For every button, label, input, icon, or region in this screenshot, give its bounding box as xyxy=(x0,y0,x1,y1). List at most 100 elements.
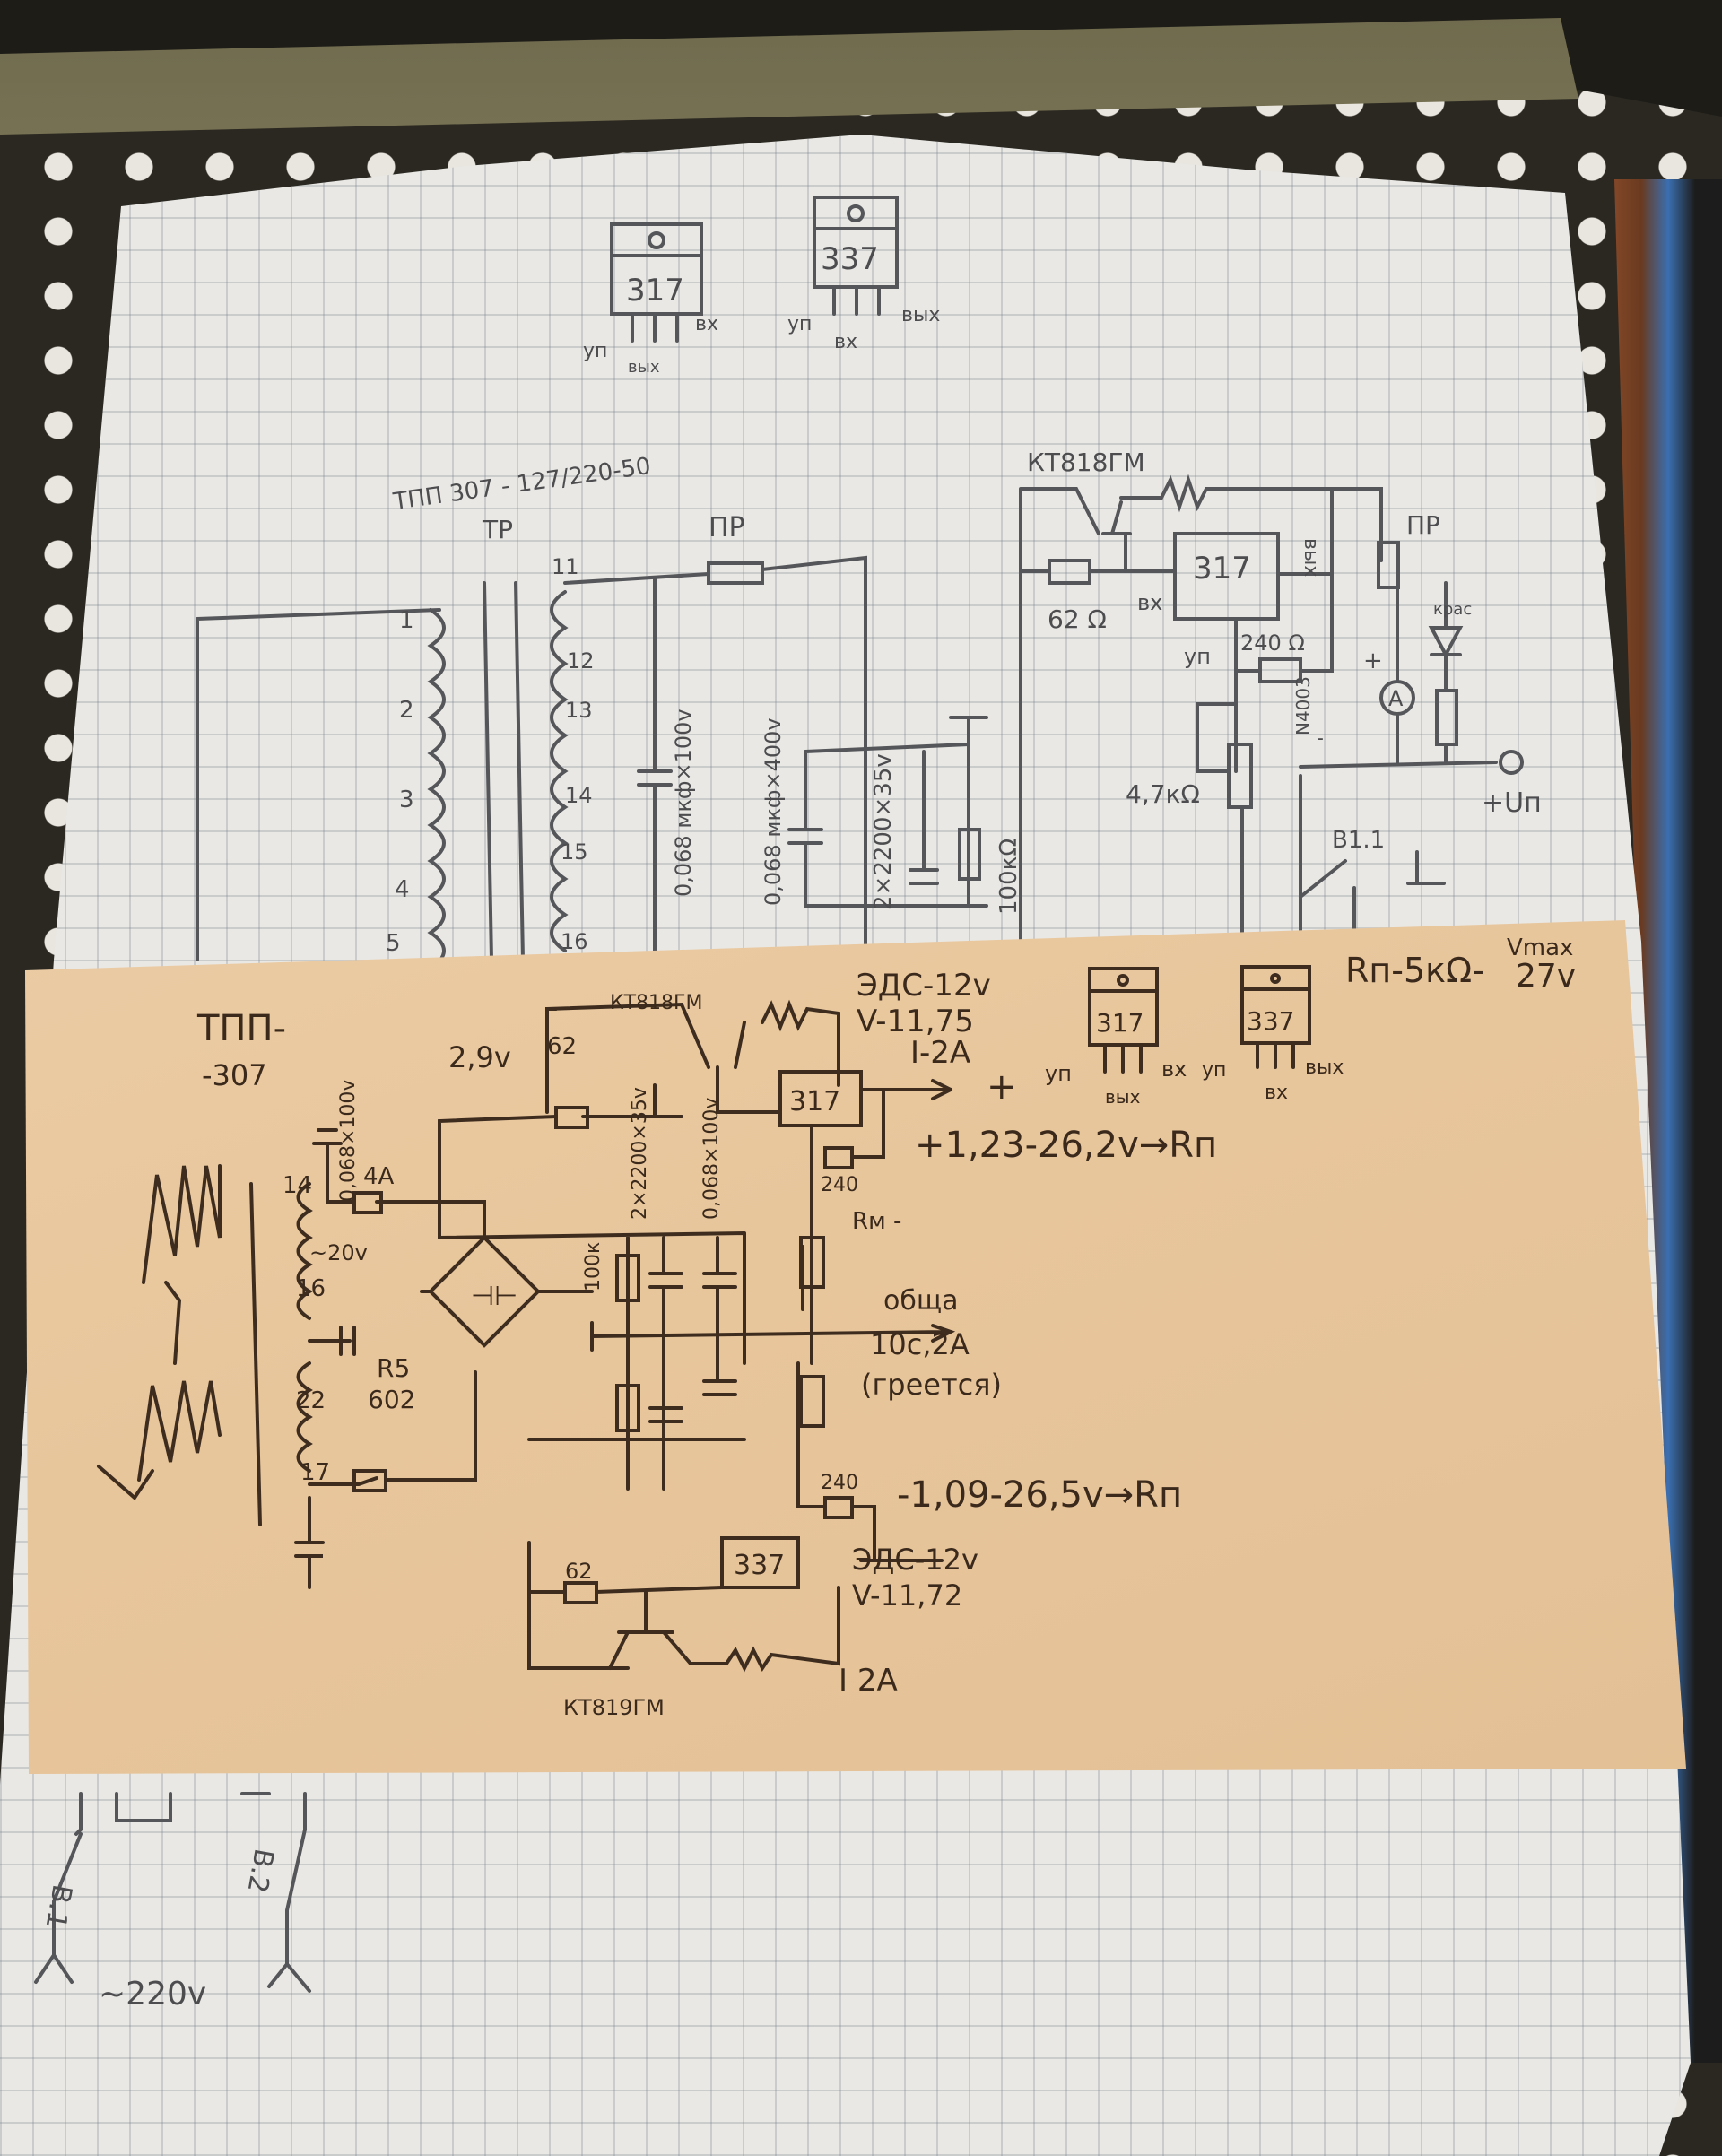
mains-switches: В.1 В.2 ~220v xyxy=(34,1792,311,2013)
fuse-label: ПР xyxy=(709,512,745,543)
svg-text:крас: крас xyxy=(1433,600,1472,619)
svg-text:16: 16 xyxy=(561,929,588,954)
svg-text:I-2A: I-2A xyxy=(910,1035,970,1071)
svg-text:ПР: ПР xyxy=(1406,510,1440,540)
svg-text:вх: вх xyxy=(1161,1056,1187,1082)
svg-text:вых: вых xyxy=(1300,538,1322,577)
svg-text:317: 317 xyxy=(1096,1008,1144,1038)
svg-text:вых: вых xyxy=(1305,1056,1344,1079)
svg-text:1: 1 xyxy=(399,607,414,634)
svg-text:27v: 27v xyxy=(1516,958,1576,995)
svg-text:0,068×100v: 0,068×100v xyxy=(700,1098,723,1220)
card-317-pinout: 317 уп вх вых xyxy=(1045,967,1187,1108)
rectifier-filter: 0,068 мкф×100v 0,068 мкф×400v 2×2200×35v… xyxy=(563,555,1022,952)
card-notes: ЭДС-12v V-11,75 I-2A + 317 уп вх вых 337… xyxy=(839,935,1576,1699)
svg-text:N4003: N4003 xyxy=(1292,676,1314,735)
svg-text:вх: вх xyxy=(1137,590,1162,615)
card-337-pinout: 337 уп вх вых xyxy=(1202,965,1344,1104)
transformer: 1 2 3 4 5 11 12 13 14 15 16 xyxy=(196,554,595,970)
svg-text:ТПП-: ТПП- xyxy=(196,1008,286,1049)
svg-text:10с,2А: 10с,2А xyxy=(870,1327,970,1361)
svg-text:В.2: В.2 xyxy=(241,1847,280,1896)
svg-text:(греется): (греется) xyxy=(861,1368,1002,1402)
svg-text:A: A xyxy=(1388,686,1404,711)
svg-text:КТ818ГМ: КТ818ГМ xyxy=(610,992,702,1014)
svg-text:2: 2 xyxy=(399,697,414,724)
svg-text:2,9v: 2,9v xyxy=(448,1040,511,1074)
svg-text:2×2200×35v: 2×2200×35v xyxy=(629,1087,651,1220)
svg-text:602: 602 xyxy=(368,1385,415,1414)
svg-text:5: 5 xyxy=(386,930,401,957)
svg-text:240: 240 xyxy=(821,1174,858,1196)
svg-text:вх: вх xyxy=(834,331,857,353)
svg-text:В1.1: В1.1 xyxy=(1332,827,1385,854)
svg-text:R5: R5 xyxy=(377,1353,410,1383)
svg-text:62: 62 xyxy=(547,1033,577,1060)
svg-text:13: 13 xyxy=(565,698,593,723)
svg-text:Vmax: Vmax xyxy=(1507,935,1573,961)
svg-text:КТ819ГМ: КТ819ГМ xyxy=(563,1695,665,1720)
svg-text:337: 337 xyxy=(734,1550,785,1581)
svg-text:4: 4 xyxy=(395,876,410,903)
svg-text:I 2A: I 2A xyxy=(839,1663,898,1699)
svg-text:4А: 4А xyxy=(363,1163,395,1190)
svg-text:337: 337 xyxy=(821,241,879,277)
svg-text:вх: вх xyxy=(695,313,718,335)
svg-text:12: 12 xyxy=(567,648,595,674)
svg-text:V-11,72: V-11,72 xyxy=(852,1578,962,1613)
svg-text:62 Ω: 62 Ω xyxy=(1048,604,1107,634)
svg-text:Rм -: Rм - xyxy=(852,1208,901,1235)
svg-text:16: 16 xyxy=(296,1275,326,1302)
svg-text:вых: вых xyxy=(1105,1086,1141,1108)
svg-text:КТ818ГМ: КТ818ГМ xyxy=(1027,448,1145,477)
svg-text:17: 17 xyxy=(300,1459,330,1486)
svg-text:уп: уп xyxy=(787,313,812,335)
svg-text:15: 15 xyxy=(561,839,588,865)
svg-text:337: 337 xyxy=(1247,1006,1294,1036)
svg-text:14: 14 xyxy=(283,1172,312,1199)
svg-text:100к: 100к xyxy=(582,1242,604,1291)
svg-text:22: 22 xyxy=(296,1387,326,1414)
regulator-circuit: КТ818ГМ 317 вх вых 62 Ω уп 240 Ω 4,7кΩ П… xyxy=(1019,448,1542,952)
svg-text:уп: уп xyxy=(1045,1061,1072,1086)
svg-text:11: 11 xyxy=(552,554,579,579)
svg-text:14: 14 xyxy=(565,783,593,808)
svg-text:V-11,75: V-11,75 xyxy=(857,1004,974,1039)
svg-text:-1,09-26,5v→Rп: -1,09-26,5v→Rп xyxy=(897,1474,1182,1516)
svg-text:уп: уп xyxy=(1202,1059,1226,1082)
svg-text:317: 317 xyxy=(626,273,684,309)
svg-text:~20v: ~20v xyxy=(309,1240,368,1265)
svg-text:0,068 мкф×400v: 0,068 мкф×400v xyxy=(761,717,786,906)
svg-text:+1,23-26,2v→Rп: +1,23-26,2v→Rп xyxy=(915,1125,1217,1166)
svg-text:Rп-5кΩ-: Rп-5кΩ- xyxy=(1345,951,1484,990)
svg-text:вых: вых xyxy=(901,304,940,326)
chip-317-pinout: 317 уп вх вых xyxy=(583,222,718,377)
svg-text:317: 317 xyxy=(1193,551,1251,587)
svg-text:+: + xyxy=(987,1066,1017,1108)
svg-text:вых: вых xyxy=(628,358,660,377)
svg-text:вх: вх xyxy=(1265,1082,1288,1104)
svg-text:-: - xyxy=(1317,727,1324,750)
svg-text:~220v: ~220v xyxy=(99,1976,206,2013)
svg-text:В.1: В.1 xyxy=(39,1882,78,1932)
svg-text:2×2200×35v: 2×2200×35v xyxy=(870,753,897,910)
svg-text:317: 317 xyxy=(789,1086,840,1117)
svg-text:+Uп: +Uп xyxy=(1482,787,1542,819)
svg-text:уп: уп xyxy=(1184,644,1211,669)
chip-337-pinout: 337 уп вх вых xyxy=(787,196,940,353)
transformer-label: ТР xyxy=(482,515,513,544)
svg-text:⊣⊢: ⊣⊢ xyxy=(471,1281,517,1312)
svg-text:уп: уп xyxy=(583,340,607,362)
svg-text:обща: обща xyxy=(883,1285,959,1317)
svg-text:0,068×100v: 0,068×100v xyxy=(337,1080,360,1202)
svg-text:ЭДС-12v: ЭДС-12v xyxy=(852,1543,978,1577)
svg-text:62: 62 xyxy=(565,1559,593,1584)
svg-text:+: + xyxy=(1363,648,1383,674)
svg-text:4,7кΩ: 4,7кΩ xyxy=(1126,779,1200,809)
svg-text:240: 240 xyxy=(821,1472,858,1494)
card-bridge-filter: ⊣⊢ 2,9v 62 КТ818ГМ 317 240 Rм - 100к 2×2… xyxy=(420,992,1002,1720)
svg-text:ЭДС-12v: ЭДС-12v xyxy=(857,968,991,1004)
